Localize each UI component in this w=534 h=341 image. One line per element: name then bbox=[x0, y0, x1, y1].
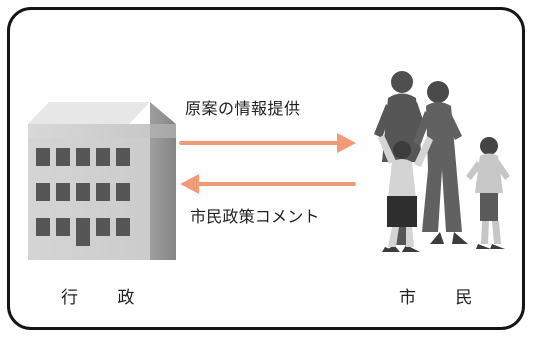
citizen-comment-label: 市民政策コメント bbox=[190, 207, 320, 226]
government-label: 行 政 bbox=[61, 288, 152, 308]
citizens-label: 市 民 bbox=[399, 288, 490, 308]
information-provision-label: 原案の情報提供 bbox=[185, 99, 301, 118]
